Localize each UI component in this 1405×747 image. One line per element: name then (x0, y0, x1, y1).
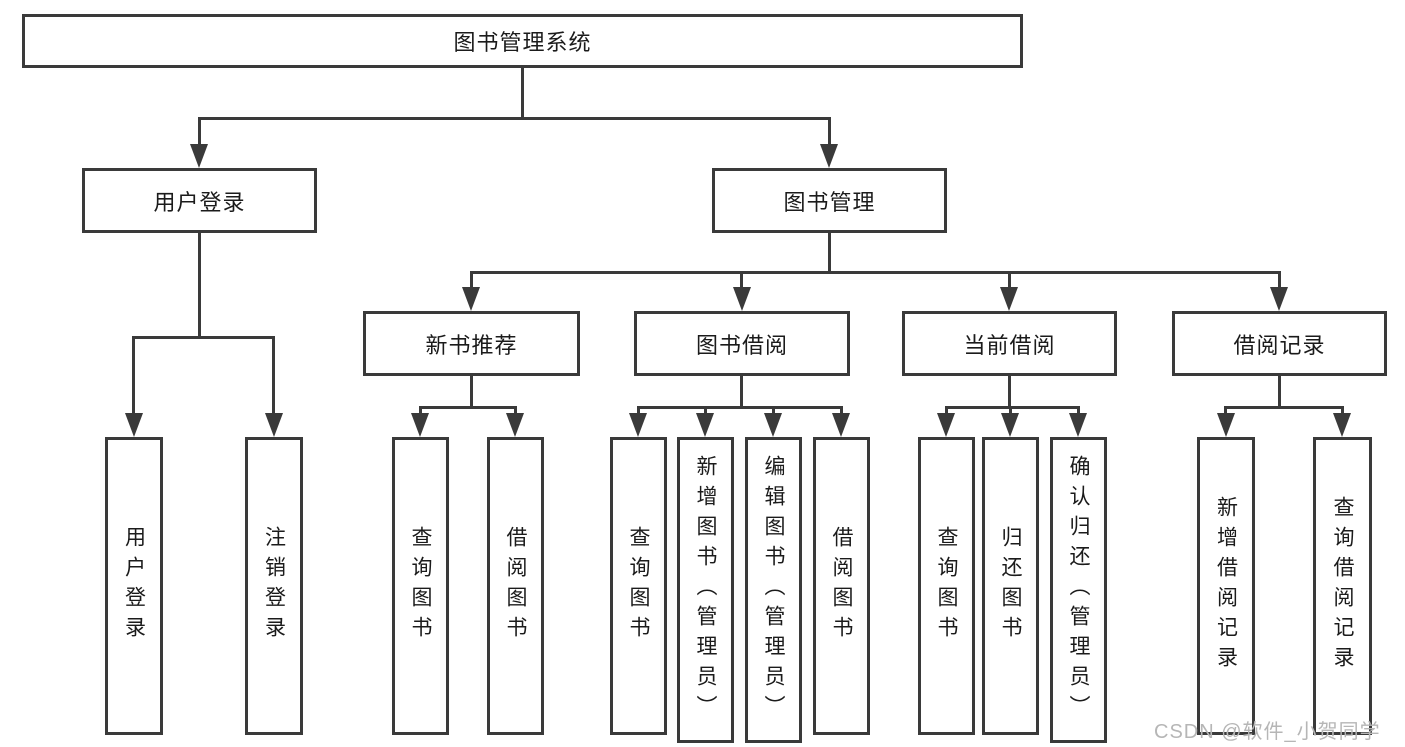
connector-vline (704, 409, 707, 415)
connector-arrow-down-icon (265, 413, 283, 437)
connector-arrow-down-icon (832, 413, 850, 437)
connector-vline (132, 339, 135, 415)
connector-arrow-down-icon (733, 287, 751, 311)
node-new-book-recommend: 新书推荐 (363, 311, 580, 376)
connector-hline (419, 406, 517, 409)
connector-arrow-down-icon (1270, 287, 1288, 311)
leaf-logout-login-label: 注销登录 (262, 526, 286, 646)
leaf-cb-return-books-label: 归还图书 (999, 526, 1022, 646)
connector-arrow-down-icon (1069, 413, 1087, 437)
connector-vline (1009, 409, 1012, 415)
connector-vline (198, 233, 201, 337)
connector-vline (1224, 409, 1227, 415)
connector-vline (1008, 274, 1011, 290)
connector-vline (1341, 409, 1344, 415)
leaf-nbr-query-books-label: 查询图书 (409, 526, 432, 646)
leaf-br-add-record: 新增借阅记录 (1197, 437, 1255, 735)
connector-arrow-down-icon (696, 413, 714, 437)
connector-hline (470, 271, 1281, 274)
node-book-management: 图书管理 (712, 168, 947, 233)
leaf-bb-borrow-books-label: 借阅图书 (830, 526, 853, 646)
connector-vline (1008, 376, 1011, 406)
leaf-br-add-record-label: 新增借阅记录 (1214, 496, 1238, 676)
node-user-login: 用户登录 (82, 168, 317, 233)
connector-hline (945, 406, 1080, 409)
connector-hline (132, 336, 275, 339)
node-new-book-recommend-label: 新书推荐 (425, 332, 518, 358)
leaf-bb-edit-books-admin-label: 编辑图书（管理员） (762, 455, 785, 725)
leaf-br-query-record: 查询借阅记录 (1313, 437, 1372, 735)
connector-arrow-down-icon (629, 413, 647, 437)
connector-arrow-down-icon (1217, 413, 1235, 437)
leaf-nbr-borrow-books: 借阅图书 (487, 437, 544, 735)
leaf-bb-borrow-books: 借阅图书 (813, 437, 870, 735)
connector-vline (1278, 376, 1281, 406)
leaf-bb-query-books-label: 查询图书 (627, 526, 650, 646)
leaf-logout-login: 注销登录 (245, 437, 303, 735)
leaf-nbr-query-books: 查询图书 (392, 437, 449, 735)
csdn-watermark: CSDN @软件_小贺同学 (1154, 721, 1381, 743)
connector-arrow-down-icon (462, 287, 480, 311)
connector-vline (1077, 409, 1080, 415)
connector-vline (198, 120, 201, 145)
connector-vline (419, 409, 422, 415)
connector-vline (1278, 274, 1281, 290)
connector-hline (1224, 406, 1344, 409)
connector-arrow-down-icon (1333, 413, 1351, 437)
node-book-borrowing: 图书借阅 (634, 311, 850, 376)
connector-vline (470, 274, 473, 290)
connector-arrow-down-icon (1001, 413, 1019, 437)
connector-vline (637, 409, 640, 415)
connector-arrow-down-icon (1000, 287, 1018, 311)
connector-arrow-down-icon (506, 413, 524, 437)
connector-vline (945, 409, 948, 415)
leaf-bb-add-books-admin: 新增图书（管理员） (677, 437, 734, 743)
leaf-cb-query-books: 查询图书 (918, 437, 975, 735)
node-borrowing-records-label: 借阅记录 (1233, 332, 1326, 358)
leaf-bb-add-books-admin-label: 新增图书（管理员） (694, 455, 717, 725)
connector-vline (828, 120, 831, 145)
node-current-borrowing: 当前借阅 (902, 311, 1117, 376)
connector-vline (272, 339, 275, 415)
connector-vline (740, 274, 743, 290)
connector-vline (772, 409, 775, 415)
connector-hline (637, 406, 843, 409)
connector-arrow-down-icon (411, 413, 429, 437)
connector-arrow-down-icon (764, 413, 782, 437)
leaf-nbr-borrow-books-label: 借阅图书 (504, 526, 527, 646)
leaf-cb-query-books-label: 查询图书 (935, 526, 958, 646)
node-root: 图书管理系统 (22, 14, 1023, 68)
leaf-cb-return-books: 归还图书 (982, 437, 1039, 735)
connector-vline (840, 409, 843, 415)
connector-vline (521, 68, 524, 117)
connector-hline (198, 117, 831, 120)
connector-vline (514, 409, 517, 415)
connector-vline (828, 233, 831, 271)
leaf-cb-confirm-return-admin: 确认归还（管理员） (1050, 437, 1107, 743)
node-book-management-label: 图书管理 (783, 189, 876, 215)
leaf-bb-query-books: 查询图书 (610, 437, 667, 735)
connector-arrow-down-icon (190, 144, 208, 168)
node-borrowing-records: 借阅记录 (1172, 311, 1387, 376)
leaf-bb-edit-books-admin: 编辑图书（管理员） (745, 437, 802, 743)
node-book-borrowing-label: 图书借阅 (695, 332, 788, 358)
leaf-user-login-label: 用户登录 (122, 526, 146, 646)
leaf-user-login: 用户登录 (105, 437, 163, 735)
connector-arrow-down-icon (937, 413, 955, 437)
node-root-label: 图书管理系统 (453, 30, 592, 55)
connector-vline (470, 376, 473, 406)
leaf-br-query-record-label: 查询借阅记录 (1331, 496, 1354, 676)
leaf-cb-confirm-return-admin-label: 确认归还（管理员） (1067, 455, 1090, 725)
connector-arrow-down-icon (820, 144, 838, 168)
node-user-login-label: 用户登录 (153, 189, 246, 215)
connector-vline (740, 376, 743, 406)
node-current-borrowing-label: 当前借阅 (963, 332, 1056, 358)
connector-arrow-down-icon (125, 413, 143, 437)
